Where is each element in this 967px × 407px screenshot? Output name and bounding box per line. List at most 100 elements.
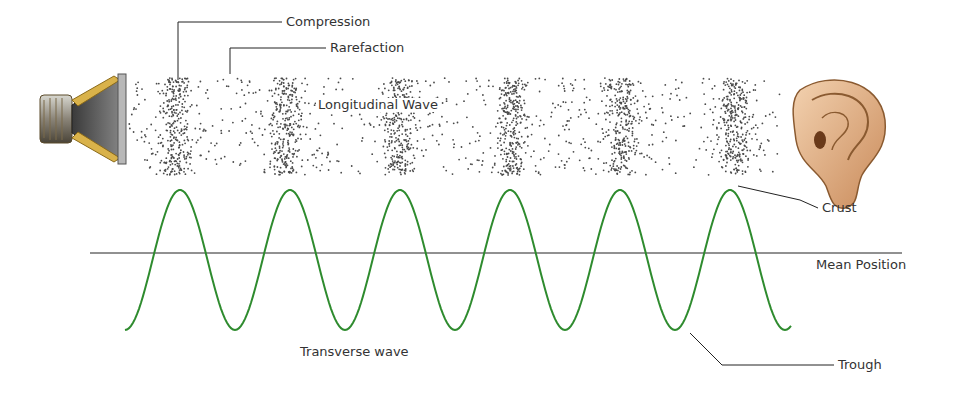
particle [185, 128, 187, 130]
particle [293, 88, 295, 90]
particle [180, 169, 182, 171]
particle [161, 142, 163, 144]
particle [173, 149, 175, 151]
particle [518, 155, 520, 157]
particle [162, 145, 164, 147]
particle [169, 126, 171, 128]
particle [603, 169, 605, 171]
particle [276, 150, 278, 152]
particle [281, 172, 283, 174]
particle [616, 173, 618, 175]
particle [292, 148, 294, 150]
particle [162, 146, 164, 148]
particle [535, 165, 537, 167]
particle [170, 130, 172, 132]
particle [758, 148, 760, 150]
particle [713, 119, 715, 121]
particle [605, 162, 607, 164]
particle [610, 88, 612, 90]
particle [400, 174, 402, 176]
particle [300, 115, 302, 117]
particle [394, 93, 396, 95]
particle [159, 93, 161, 95]
particle [397, 117, 399, 119]
particle [540, 159, 542, 161]
particle [506, 82, 508, 84]
particle [374, 141, 376, 143]
particle [510, 165, 512, 167]
particle [619, 152, 621, 154]
particle [526, 84, 528, 86]
particle [401, 90, 403, 92]
particle [720, 156, 722, 158]
particle [681, 82, 683, 84]
particle [327, 152, 329, 154]
particle [170, 124, 172, 126]
particle [277, 158, 279, 160]
particle [341, 127, 343, 129]
particle [565, 101, 567, 103]
particle [174, 170, 176, 172]
particle [301, 97, 303, 99]
particle [663, 131, 665, 133]
particle [393, 130, 395, 132]
particle [388, 165, 390, 167]
particle [178, 154, 180, 156]
particle [621, 102, 623, 104]
particle [395, 114, 397, 116]
particle [178, 101, 180, 103]
particle [511, 136, 513, 138]
particle [444, 77, 446, 79]
particle [220, 130, 222, 132]
particle [633, 118, 635, 120]
particle [270, 132, 272, 134]
particle [180, 85, 182, 87]
particle [624, 140, 626, 142]
particle [137, 81, 139, 83]
particle [516, 101, 518, 103]
particle [281, 160, 283, 162]
particle [540, 174, 542, 176]
particle [281, 150, 283, 152]
particle [173, 142, 175, 144]
particle [726, 162, 728, 164]
particle [735, 167, 737, 169]
particle [287, 128, 289, 130]
particle [580, 143, 582, 145]
particle [485, 104, 487, 106]
particle [352, 78, 354, 80]
particle [563, 88, 565, 90]
particle [184, 78, 186, 80]
particle [623, 157, 625, 159]
particle [638, 122, 640, 124]
particle [505, 118, 507, 120]
particle [588, 157, 590, 159]
particle [634, 152, 636, 154]
particle [586, 96, 588, 98]
particle [297, 107, 299, 109]
particle [251, 132, 253, 134]
particle [172, 144, 174, 146]
particle [369, 123, 371, 125]
particle [511, 93, 513, 95]
particle [744, 145, 746, 147]
particle [630, 99, 632, 101]
particle [161, 90, 163, 92]
particle [171, 168, 173, 170]
particle [384, 88, 386, 90]
particle [295, 89, 297, 91]
particle [614, 106, 616, 108]
particle [403, 149, 405, 151]
particle [490, 147, 492, 149]
particle [166, 100, 168, 102]
particle [516, 118, 518, 120]
particle [495, 126, 497, 128]
particle [618, 167, 620, 169]
particle [306, 127, 308, 129]
particle [170, 144, 172, 146]
particle [679, 99, 681, 101]
particle [183, 151, 185, 153]
particle [620, 124, 622, 126]
particle [251, 124, 253, 126]
particle [293, 153, 295, 155]
